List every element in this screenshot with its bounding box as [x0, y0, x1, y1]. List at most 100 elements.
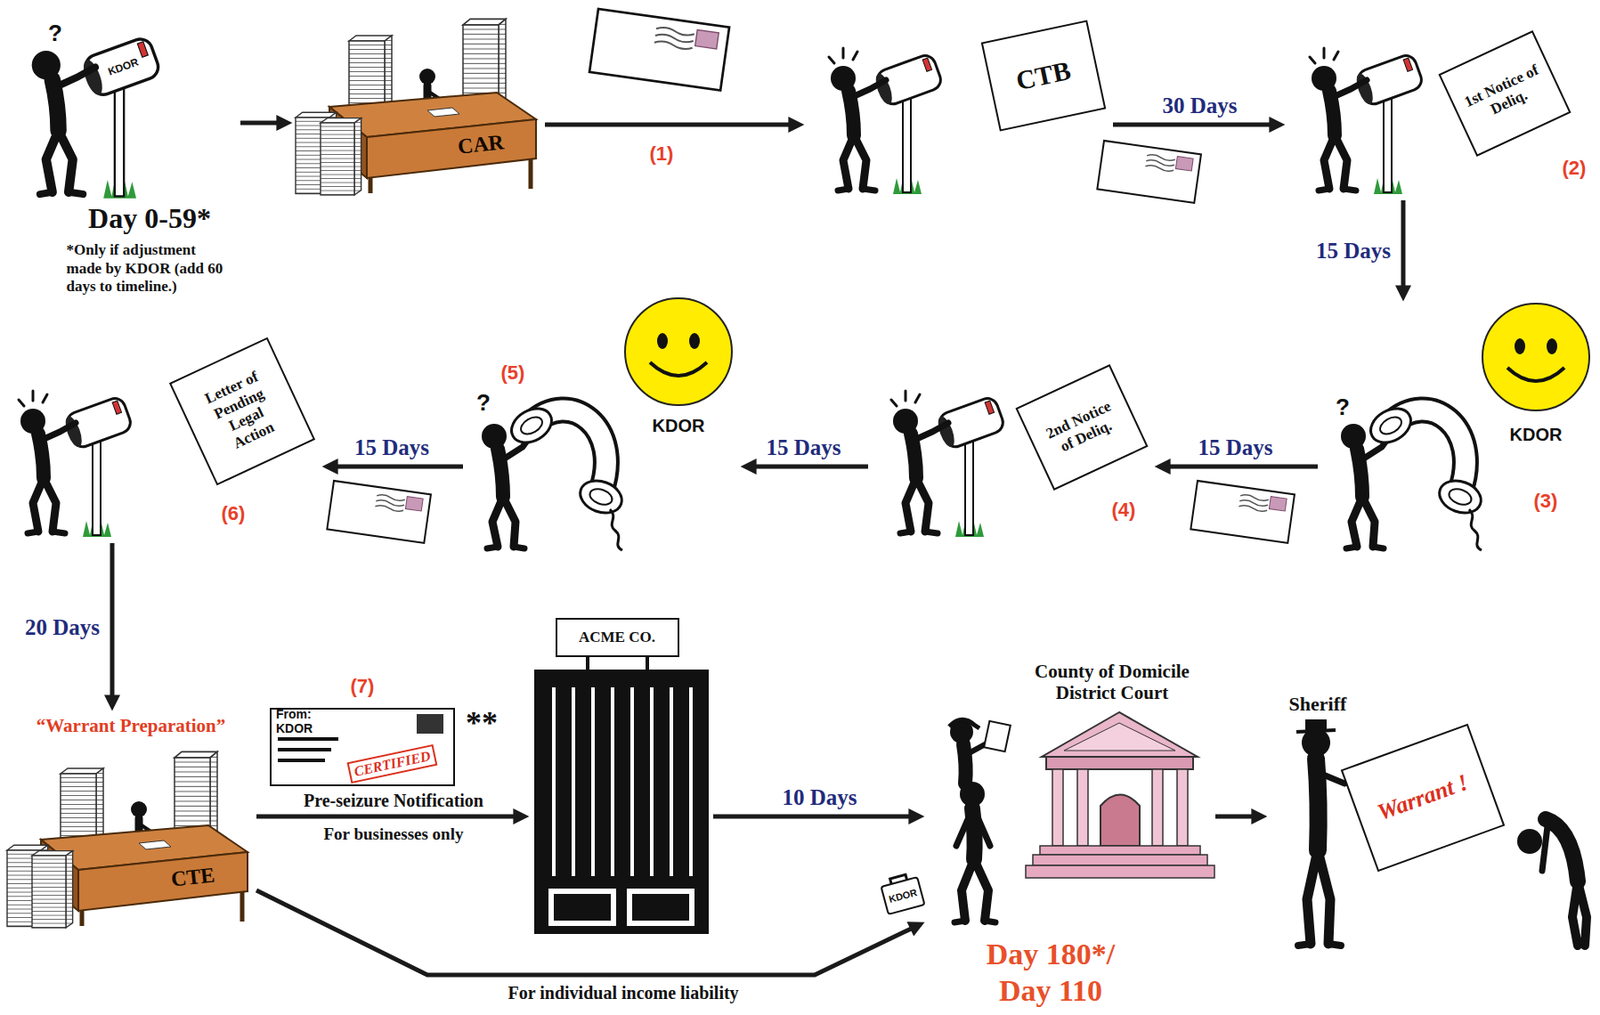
node-text: “Warrant Preparation” — [13, 714, 250, 737]
company-building — [553, 893, 611, 921]
courthouse — [1052, 769, 1064, 846]
company-building — [587, 656, 648, 670]
question-mark: ? — [476, 389, 491, 417]
district-court: County of Domicile District Court — [925, 654, 1216, 931]
sheriff-figure — [1315, 758, 1319, 851]
sheriff-figure — [1298, 943, 1341, 946]
node-text: KDOR — [105, 56, 140, 79]
node-text: KDOR — [1510, 424, 1563, 446]
flow-arrow — [713, 814, 912, 820]
surprise-lines — [18, 390, 48, 407]
callout-number: (3) — [1534, 489, 1559, 512]
phone-call: KDOR — [462, 293, 740, 561]
company-building — [630, 687, 634, 877]
notice-paper — [170, 338, 315, 485]
flow-arrow — [240, 121, 280, 126]
dejected-person — [1542, 826, 1548, 871]
question-mark: ? — [1335, 394, 1350, 422]
smiley-face — [649, 362, 707, 376]
callout-number: (6) — [221, 502, 246, 525]
flow-arrow — [110, 543, 115, 699]
desk-figure — [295, 18, 537, 195]
mailbox-person — [20, 395, 134, 537]
company-building: ACME CO. — [530, 614, 714, 935]
company-building — [649, 687, 654, 877]
callout-number: (7) — [350, 674, 375, 698]
courthouse — [1077, 769, 1089, 846]
phone-call: KDOR — [1317, 302, 1594, 557]
flow-arrow — [1167, 464, 1318, 470]
mailbox-station: KDOR Day 0-59* *Only if adjustment made by… — [7, 8, 241, 312]
node-text: CAR — [456, 129, 506, 160]
dejected-person — [1545, 819, 1578, 882]
flow-arrow — [544, 122, 792, 128]
courthouse — [1025, 712, 1215, 878]
court-people — [949, 719, 1011, 923]
flow-arrow — [334, 464, 463, 470]
certified-envelope — [416, 714, 444, 734]
smiley-face — [689, 332, 700, 350]
flow-arrow — [1112, 122, 1273, 128]
company-building — [610, 687, 615, 877]
node-text: ACME CO. — [559, 628, 675, 647]
briefcase — [881, 877, 926, 915]
desk-figure — [7, 751, 248, 928]
notice-paper — [1439, 31, 1570, 155]
mail-station: 2nd Notice of Deliq. — [868, 338, 1154, 544]
sheriff-scene: SheriffWarrant ! — [1268, 685, 1594, 953]
court-people — [963, 744, 967, 784]
desk-station: “Warrant Preparation” CTE — [5, 712, 257, 935]
dejected-person — [1572, 881, 1587, 946]
node-text: Day 0-59* — [60, 202, 239, 236]
courthouse — [1025, 865, 1215, 878]
phone-person — [481, 401, 626, 551]
courthouse — [1100, 795, 1140, 847]
footnote-mark: ** — [465, 705, 498, 742]
edge-label: For individual income liability — [504, 982, 743, 1004]
court-people — [956, 817, 991, 846]
smiley-face — [1514, 338, 1526, 355]
briefcase — [879, 871, 925, 915]
node-text: CTB — [997, 50, 1091, 100]
certified-envelope — [277, 739, 339, 761]
smiley-face — [1482, 303, 1590, 411]
node-text: KDOR — [652, 415, 706, 437]
company-building — [534, 618, 709, 935]
surprise-lines — [828, 48, 858, 64]
courthouse — [1152, 769, 1163, 846]
court-people — [983, 721, 1011, 752]
envelope-icon — [326, 480, 431, 544]
company-building — [689, 687, 693, 877]
smiley-face — [657, 332, 668, 350]
courthouse — [1039, 845, 1201, 855]
mail-station: 1st Notice of Deliq. — [1286, 8, 1594, 201]
smiley-face — [1546, 338, 1558, 355]
envelope-icon — [589, 8, 730, 90]
node-text: CERTIFIED — [346, 744, 438, 784]
company-building — [556, 618, 679, 657]
mailbox-person — [893, 395, 1007, 537]
dejected-person — [1517, 828, 1543, 854]
edge-label: 15 Days — [1312, 238, 1395, 265]
phone-person — [1340, 401, 1486, 551]
edge-label: 20 Days — [21, 615, 104, 642]
smiley-face — [1507, 367, 1565, 382]
flow-arrow — [256, 890, 914, 975]
node-text: 2nd Notice of Deliq. — [1036, 393, 1129, 462]
court-people — [954, 920, 996, 923]
node-text: CTE — [169, 862, 216, 893]
certified-envelope: From: KDORCERTIFIED — [267, 703, 459, 788]
callout-number: (5) — [501, 361, 526, 384]
envelope-icon — [1096, 140, 1202, 204]
company-building — [632, 893, 690, 921]
court-people — [972, 808, 975, 860]
question-mark: ? — [48, 20, 63, 48]
courthouse — [1046, 756, 1194, 770]
courthouse — [1041, 712, 1198, 757]
node-text: *Only if adjustment made by KDOR (add 60… — [66, 241, 232, 297]
company-building — [626, 888, 695, 926]
edge-label: 15 Days — [763, 435, 845, 462]
company-building — [552, 687, 556, 877]
